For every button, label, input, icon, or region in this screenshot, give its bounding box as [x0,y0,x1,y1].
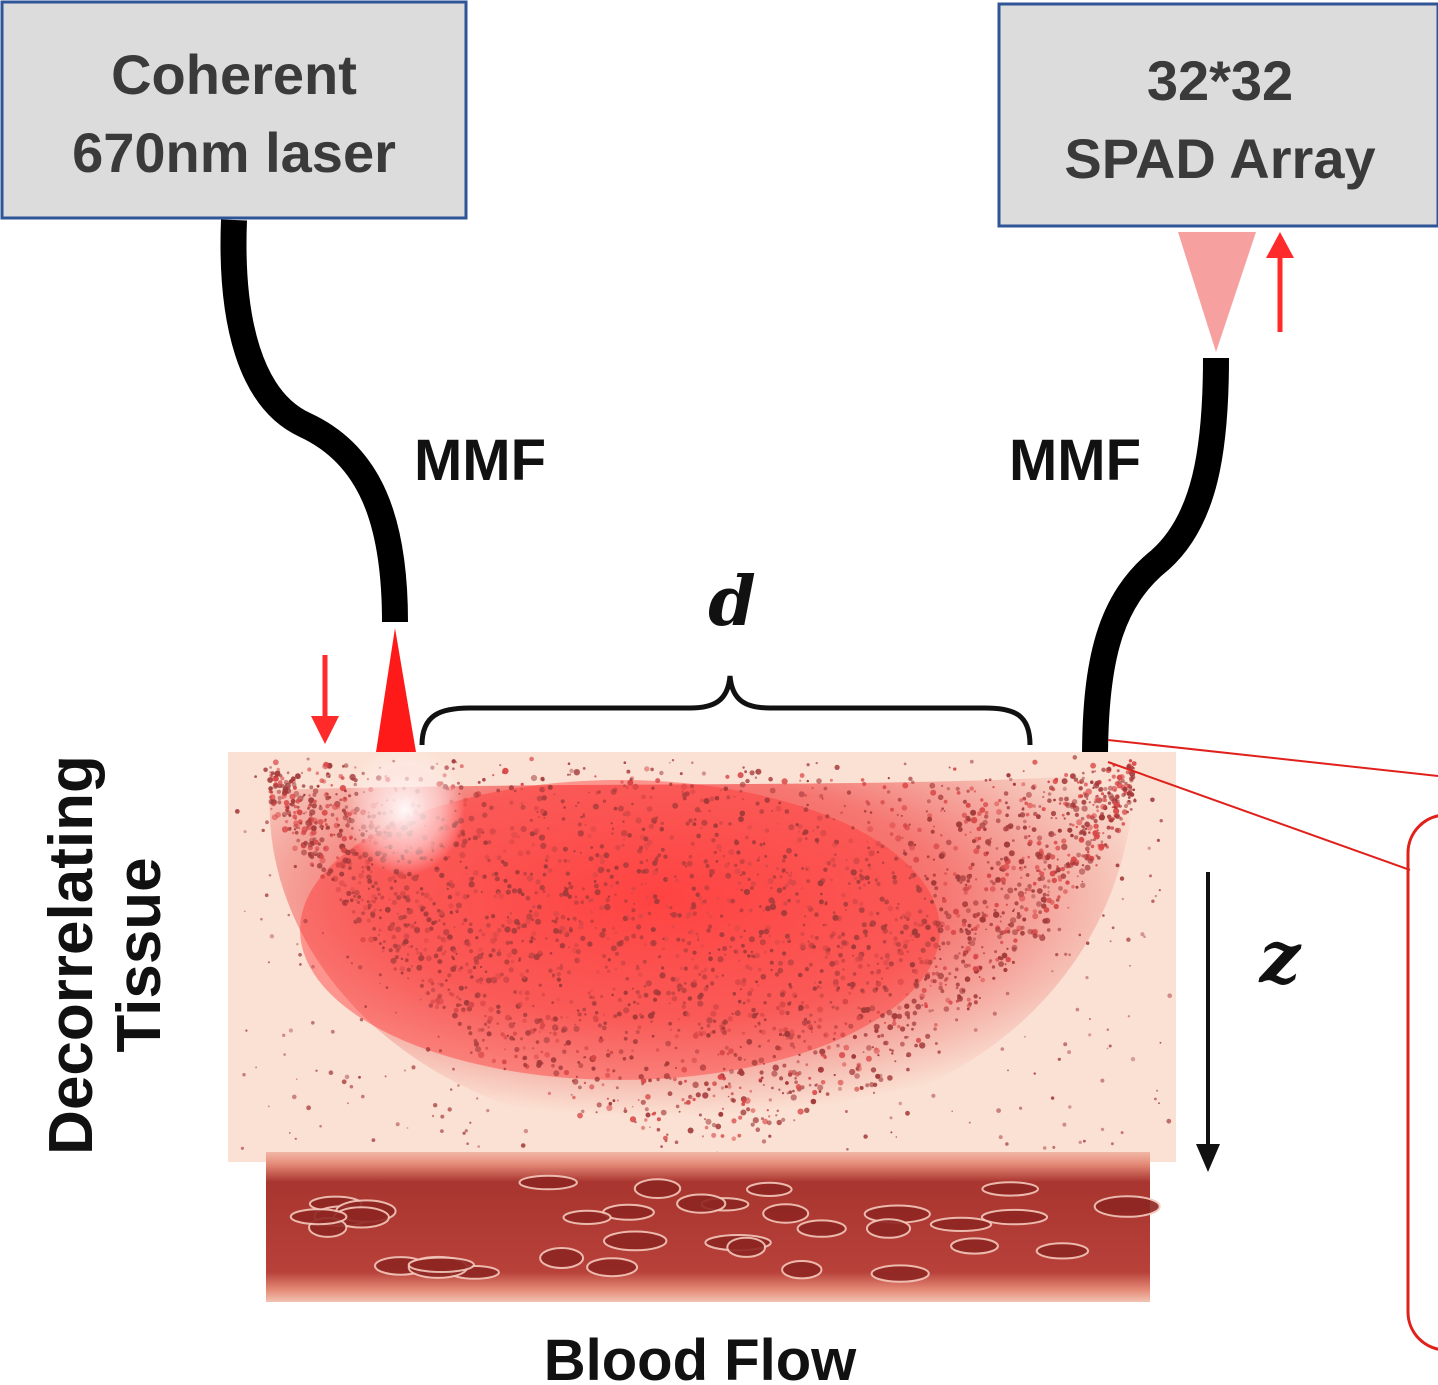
tissue-label-line1: Decorrelating [37,755,106,1155]
inset-callout [1107,739,1438,1351]
laser-box-line1: Coherent [111,43,357,106]
detector-box-line1: 32*32 [1147,49,1293,112]
detector-fiber [1082,357,1229,761]
depth-label: z [1258,914,1303,999]
inset-frame [1406,814,1438,1351]
blood-vessel [266,1152,1161,1302]
tissue-label-line2: Tissue [105,857,174,1052]
source-fiber-label: MMF [414,428,546,493]
blood-cells [289,1174,1161,1283]
laser-source-box: Coherent 670nm laser [0,0,468,220]
depth-arrow-icon [1196,872,1220,1172]
separation-label: d [708,562,756,642]
detector-box-line2: SPAD Array [1064,127,1375,190]
laser-box-line2: 670nm laser [72,121,396,184]
incident-arrow-icon [311,655,339,744]
separation-brace [419,675,1033,746]
detector-box: 32*32 SPAD Array [997,2,1438,228]
detector-fiber-label: MMF [1009,428,1141,493]
vessel-label: Blood Flow [544,1328,857,1385]
tissue-label: Decorrelating Tissue [37,755,174,1155]
detection-arrow-icon [1266,232,1294,332]
source-fiber [220,219,408,623]
incident-beam [376,628,416,752]
photon-banana [234,752,1172,1158]
detector-light-cone [1178,232,1256,352]
